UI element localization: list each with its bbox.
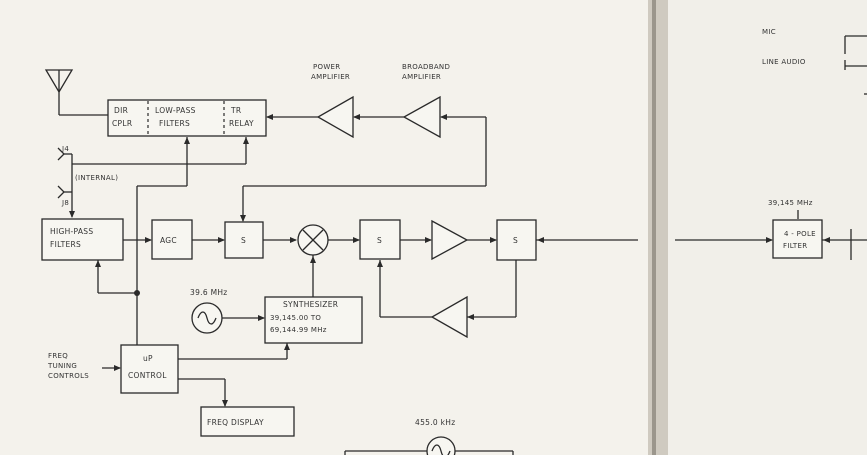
switch-1-label: S [241,236,246,245]
osc-455-label: 455.0 kHz [415,418,455,427]
tr-label: TR [230,106,241,115]
synthesizer-block [264,296,363,344]
freq-display-block [200,406,295,437]
internal-label: (INTERNAL) [75,174,118,182]
synth-range-start: 39,145.00 TO [270,314,321,322]
highpass-filters-block [41,218,124,261]
broadband-amplifier [402,95,441,139]
antenna-icon [44,69,108,116]
switch-2 [359,219,401,260]
agc-block [151,219,193,260]
power-amplifier [316,95,354,139]
mic-label: MIC [762,28,776,36]
lowpass-label: LOW-PASS [155,106,196,115]
freq-tuning-label-2: TUNING [47,362,77,370]
switch-2-label: S [377,236,382,245]
dir-cplr-lowpass-tr-relay-block [107,99,267,137]
freq-display-label: FREQ DISPLAY [207,418,264,427]
gutter-shadow [652,0,656,455]
book-gutter [648,0,668,455]
osc-39-6-label: 39.6 MHz [190,288,228,297]
j4-label: J4 [61,145,69,153]
broadband-amp-label-2: AMPLIFIER [402,73,441,81]
freq-tuning-label-3: CONTROLS [48,372,89,380]
up-label: uP [143,354,153,363]
control-label: CONTROL [128,371,167,380]
oscillator-icon [191,302,223,334]
feedback-amplifier [430,295,468,339]
cplr-label: CPLR [112,119,132,128]
lowpass-filters-label: FILTERS [159,119,190,128]
power-amp-label-1: POWER [313,63,340,71]
mixer-icon [297,224,329,256]
j8-label: J8 [61,199,69,207]
power-amp-label-2: AMPLIFIER [311,73,350,81]
j4-jack-icon [57,147,72,161]
relay-label: RELAY [229,119,254,128]
agc-label: AGC [160,236,177,245]
switch-3-label: S [513,236,518,245]
oscillator-455-icon [426,436,456,455]
j8-jack-icon [57,185,72,199]
broadband-amp-label-1: BROADBAND [402,63,450,71]
four-pole-filter-block [772,219,823,259]
four-pole-label: 4 - POLE [784,230,816,238]
switch-1 [224,221,264,259]
up-control-block [120,344,179,394]
four-pole-filter-label: FILTER [783,242,807,250]
right-page [655,0,867,455]
dir-label: DIR [114,106,128,115]
synth-range-end: 69,144.99 MHz [270,326,327,334]
highpass-filters-label: FILTERS [50,240,81,249]
if-amplifier [431,219,469,261]
synth-title: SYNTHESIZER [283,300,338,309]
highpass-label: HIGH-PASS [50,227,93,236]
if-39145-label: 39,145 MHz [768,199,813,207]
line-audio-label: LINE AUDIO [762,58,806,66]
freq-tuning-label-1: FREQ [48,352,68,360]
